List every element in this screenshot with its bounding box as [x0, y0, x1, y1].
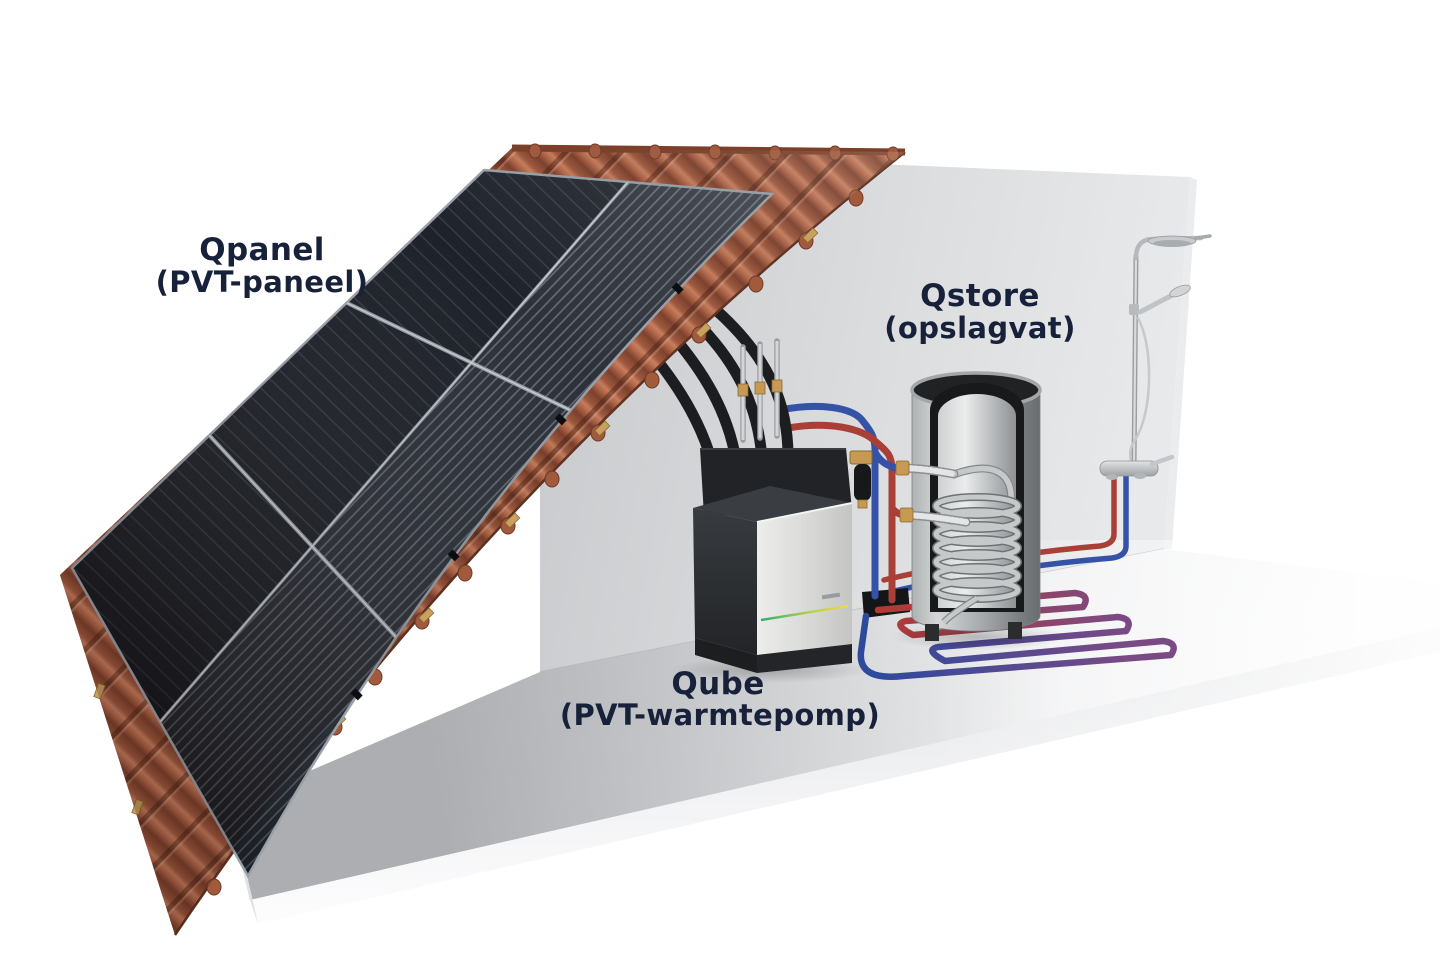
circulation-pump [854, 464, 871, 501]
storage-tank [890, 371, 1066, 650]
vent-pipes [737, 338, 783, 443]
shower-head-underside [1153, 240, 1191, 247]
label-qube-title: Qube [671, 666, 764, 702]
brass-fitting [895, 460, 910, 476]
shower-set [1099, 234, 1212, 480]
shower-hose [1129, 316, 1151, 464]
mixer-escutcheon [1106, 474, 1118, 480]
pump-plinth-side [695, 638, 757, 673]
mixer-lever [1149, 454, 1175, 467]
brand-logo-mark [821, 592, 841, 600]
hand-shower-head [1169, 284, 1191, 298]
label-qstore-subtitle: (opslagvat) [884, 311, 1075, 345]
riser-highlight [1132, 254, 1138, 470]
label-qpanel-subtitle: (PVT-paneel) [156, 265, 369, 299]
shower-mixer [1099, 460, 1159, 477]
brass-fitting [899, 507, 914, 523]
roof [60, 143, 906, 936]
label-qstore-title: Qstore [920, 278, 1040, 314]
label-qube-subtitle: (PVT-warmtepomp) [560, 698, 880, 732]
pump-side-face [693, 508, 757, 655]
hand-shower-holder [1129, 304, 1139, 315]
tank-foot [1008, 622, 1022, 639]
valve-drain [857, 499, 868, 509]
pump-plinth-front [757, 644, 852, 673]
brass-valve [849, 450, 873, 465]
brass-fitting [754, 381, 766, 395]
roof-lighting [60, 148, 905, 935]
panel-bevel [756, 502, 853, 523]
mixer-escutcheon [1134, 473, 1146, 479]
label-qpanel-title: Qpanel [199, 232, 325, 268]
pump-top-face [693, 486, 852, 522]
brass-fitting [737, 383, 749, 397]
brass-fitting [771, 379, 783, 393]
floor-slab [228, 540, 1440, 960]
accent-stripe [760, 604, 849, 622]
tank-foot [925, 624, 939, 641]
tank-connections [895, 460, 971, 527]
labels: Qpanel (PVT-paneel) Qstore (opslagvat) Q… [156, 232, 1076, 732]
pipe-hot-main [784, 421, 896, 604]
pump-front-panel [757, 503, 852, 655]
arm-wall-bracket [1194, 234, 1212, 240]
floor-heating-loop-hot [874, 589, 1132, 639]
